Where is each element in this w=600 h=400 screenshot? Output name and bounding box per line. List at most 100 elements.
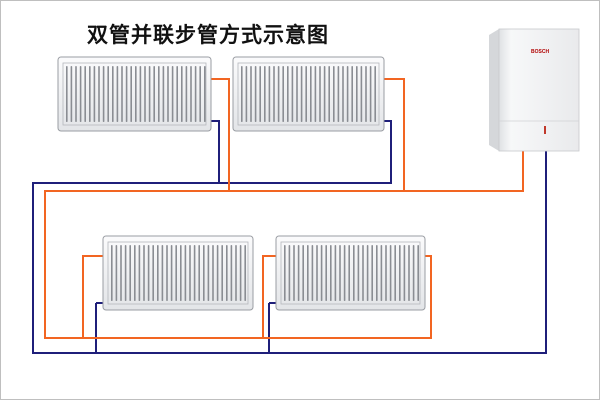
radiator-fin	[161, 245, 164, 301]
radiator-fin	[293, 245, 295, 301]
radiator-fin	[268, 66, 271, 122]
radiator-fin	[190, 66, 192, 122]
radiator-fin	[314, 66, 317, 122]
radiator-fin	[310, 66, 312, 122]
radiator-fin	[181, 66, 183, 122]
radiator-fin	[408, 245, 410, 301]
radiator-fin	[287, 66, 289, 122]
radiator-fin	[348, 245, 350, 301]
radiator-fin	[230, 245, 233, 301]
diagram-title: 双管并联步管方式示意图	[87, 23, 329, 47]
wall-boiler	[489, 28, 580, 152]
radiator-fin	[157, 245, 159, 301]
radiator-fin	[277, 66, 280, 122]
radiator-fin	[302, 245, 304, 301]
radiator-fin	[107, 66, 109, 122]
radiator-fin	[143, 245, 145, 301]
radiator-fin	[134, 245, 136, 301]
radiator-fin	[112, 66, 114, 122]
radiator-fin	[216, 245, 219, 301]
radiator-fin	[412, 245, 415, 301]
radiator-fin	[153, 66, 155, 122]
radiator-fin	[316, 245, 318, 301]
radiator-fin	[89, 66, 91, 122]
radiator-fin	[121, 66, 123, 122]
radiator-fin	[120, 245, 122, 301]
radiator-fin	[166, 245, 168, 301]
radiator-fin	[325, 245, 327, 301]
radiator-fin	[207, 245, 210, 301]
radiator-fin	[167, 66, 169, 122]
radiator-fin	[259, 66, 261, 122]
radiator-bottom-right	[275, 235, 426, 311]
boiler-brand-label: BOSCH	[531, 49, 550, 55]
return-pipe-network	[32, 120, 547, 354]
supply-branch-radiator-1	[211, 78, 230, 191]
radiator-fin	[148, 66, 151, 122]
radiator-fin	[198, 245, 200, 301]
radiator-fin	[291, 66, 294, 122]
radiator-fin	[235, 245, 237, 301]
radiator-fin	[93, 66, 96, 122]
radiator-fin	[346, 66, 349, 122]
radiator-fin	[124, 245, 127, 301]
radiator-fin	[194, 66, 197, 122]
radiator-fin	[203, 245, 205, 301]
supply-branch-radiator-4	[262, 255, 276, 338]
radiator-fin	[380, 245, 383, 301]
radiator-fin	[351, 66, 353, 122]
radiator-fin	[79, 66, 82, 122]
radiator-fin	[184, 245, 187, 301]
radiator-bottom-left	[102, 235, 254, 311]
radiator-fin	[319, 66, 321, 122]
radiator-fin	[360, 66, 363, 122]
radiator-fin	[307, 245, 309, 301]
boiler-indicator	[544, 126, 546, 134]
radiator-fin	[282, 66, 284, 122]
radiator-fin	[162, 66, 165, 122]
radiator-fin	[189, 245, 191, 301]
radiator-fin	[84, 66, 86, 122]
radiator-fin	[389, 245, 392, 301]
radiator-fin	[98, 66, 100, 122]
radiator-top-left	[57, 56, 212, 132]
radiator-fin	[204, 66, 206, 122]
radiator-fin	[239, 245, 242, 301]
radiator-fin	[70, 66, 73, 122]
supply-branch-radiator-2	[384, 78, 405, 191]
radiator-fin	[385, 245, 387, 301]
radiator-fin	[353, 245, 355, 301]
radiator-fin	[374, 66, 376, 122]
radiator-fin	[403, 245, 406, 301]
radiator-top-right	[232, 56, 385, 132]
radiator-fin	[129, 245, 131, 301]
radiator-fin	[273, 66, 275, 122]
radiator-fin	[147, 245, 150, 301]
radiator-fin	[394, 245, 396, 301]
supply-pipe-network	[44, 78, 524, 339]
radiator-fin	[221, 245, 223, 301]
radiator-fin	[330, 245, 332, 301]
radiator-fin	[180, 245, 182, 301]
radiator-fin	[371, 245, 373, 301]
radiator-fin	[333, 66, 335, 122]
radiator-fin	[244, 245, 246, 301]
radiator-fin	[138, 245, 141, 301]
radiator-fin	[328, 66, 330, 122]
radiator-fin	[297, 245, 300, 301]
radiator-fin	[365, 66, 367, 122]
radiator-fin	[102, 66, 105, 122]
return-main-loop	[32, 120, 547, 354]
radiator-fin	[417, 245, 419, 301]
radiator-fin	[296, 66, 298, 122]
radiator-fin	[250, 66, 252, 122]
radiator-fin	[342, 66, 344, 122]
radiator-fin	[115, 245, 118, 301]
radiator-fin	[185, 66, 188, 122]
radiator-fin	[334, 245, 337, 301]
radiator-fin	[369, 66, 372, 122]
supply-branch-radiator-3	[82, 255, 103, 338]
radiator-fin	[226, 245, 228, 301]
